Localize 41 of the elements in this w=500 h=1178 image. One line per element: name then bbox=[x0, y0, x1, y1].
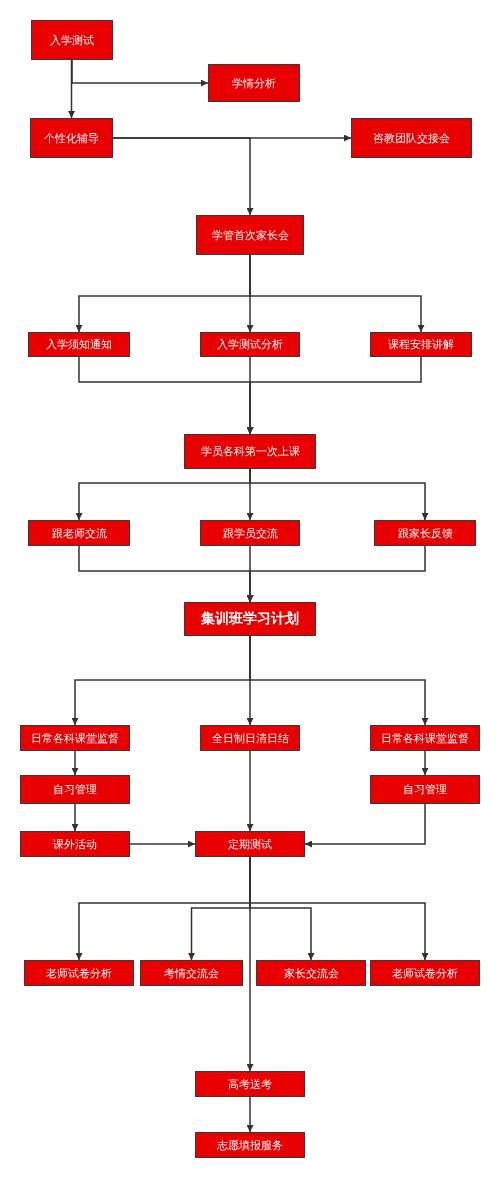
arrow bbox=[249, 468, 429, 521]
process-box: 老师试卷分析 bbox=[370, 960, 480, 986]
process-box: 定期测试 bbox=[195, 831, 305, 857]
arrow bbox=[421, 750, 429, 776]
process-box: 跟家长反馈 bbox=[374, 520, 476, 546]
process-box: 日常各科课堂监督 bbox=[20, 725, 130, 751]
arrow bbox=[246, 545, 426, 603]
process-box: 课程安排讲解 bbox=[370, 332, 472, 357]
arrow bbox=[249, 635, 429, 726]
process-box: 志愿填报服务 bbox=[195, 1132, 305, 1158]
process-box: 高考送考 bbox=[195, 1071, 305, 1097]
arrow bbox=[71, 750, 79, 776]
arrow bbox=[249, 254, 425, 333]
arrow bbox=[112, 137, 254, 216]
process-box: 入学测试分析 bbox=[200, 332, 300, 357]
process-box: 个性化辅导 bbox=[30, 118, 113, 158]
process-box: 跟学员交流 bbox=[200, 520, 300, 546]
process-box: 老师试卷分析 bbox=[24, 960, 134, 986]
arrow bbox=[246, 356, 422, 435]
arrow bbox=[246, 1096, 254, 1133]
arrow bbox=[304, 803, 426, 848]
process-box: 入学测试 bbox=[31, 20, 113, 60]
process-box: 家长交流会 bbox=[256, 960, 366, 986]
process-box: 入学须知通知 bbox=[28, 332, 130, 357]
process-box: 咨教团队交接会 bbox=[351, 118, 472, 158]
process-box: 课外活动 bbox=[20, 831, 130, 857]
arrow bbox=[71, 803, 79, 832]
process-box: 集训班学习计划 bbox=[184, 602, 316, 636]
process-box: 学员各科第一次上课 bbox=[184, 434, 316, 469]
process-box: 考情交流会 bbox=[140, 960, 243, 986]
process-box: 学管首次家长会 bbox=[196, 215, 304, 255]
arrow bbox=[246, 750, 254, 832]
arrow bbox=[246, 856, 254, 1072]
arrow bbox=[129, 840, 196, 848]
process-box: 学情分析 bbox=[208, 64, 300, 102]
process-box: 自习管理 bbox=[370, 775, 480, 804]
process-box: 跟老师交流 bbox=[28, 520, 130, 546]
arrow bbox=[71, 59, 209, 87]
process-box: 自习管理 bbox=[20, 775, 130, 804]
process-box: 全日制日清日结 bbox=[200, 725, 300, 751]
process-box: 日常各科课堂监督 bbox=[370, 725, 480, 751]
